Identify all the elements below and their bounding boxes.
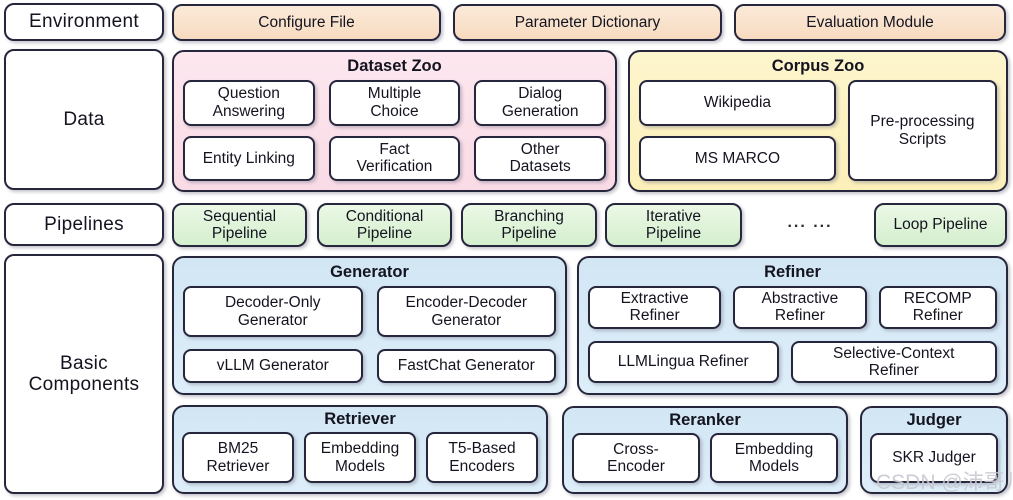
box-vllm-generator: vLLM Generator: [183, 349, 363, 383]
row-label-environment: Environment: [4, 3, 164, 41]
refiner-zone: Refiner Extractive Refiner Abstractive R…: [577, 256, 1008, 395]
judger-zone: Judger SKR Judger: [860, 406, 1008, 494]
row-label-data: Data: [4, 49, 164, 190]
refiner-title: Refiner: [764, 263, 821, 281]
refiner-row-1: Extractive Refiner Abstractive Refiner R…: [588, 286, 998, 329]
corpus-zoo-title: Corpus Zoo: [771, 57, 865, 75]
retriever-zone: Retriever BM25 Retriever Embedding Model…: [172, 405, 548, 494]
box-dialog-generation: Dialog Generation: [474, 80, 606, 126]
generator-zone: Generator Decoder-Only Generator Encoder…: [172, 256, 567, 395]
dataset-zoo-zone: Dataset Zoo Question Answering Multiple …: [172, 50, 617, 192]
box-other-datasets: Other Datasets: [474, 135, 606, 181]
box-loop-pipeline: Loop Pipeline: [874, 203, 1007, 247]
box-bm25-retriever: BM25 Retriever: [182, 432, 294, 483]
box-iterative-pipeline: Iterative Pipeline: [605, 203, 742, 247]
row-label-pipelines: Pipelines: [4, 203, 164, 246]
box-fastchat-generator: FastChat Generator: [376, 349, 556, 383]
judger-row: SKR Judger: [862, 433, 1006, 492]
dataset-zoo-title: Dataset Zoo: [347, 57, 442, 75]
box-embedding-models-retriever: Embedding Models: [304, 432, 416, 483]
box-evaluation-module: Evaluation Module: [734, 4, 1006, 41]
box-extractive-refiner: Extractive Refiner: [588, 286, 722, 329]
box-encoder-decoder-generator: Encoder-Decoder Generator: [376, 286, 556, 338]
csdn-watermark: CSDN @沛哥儿: [876, 471, 1013, 494]
retriever-title: Retriever: [324, 410, 396, 428]
reranker-title: Reranker: [669, 411, 741, 429]
box-fact-verification: Fact Verification: [328, 135, 461, 181]
box-recomp-refiner: RECOMP Refiner: [878, 286, 998, 329]
box-abstractive-refiner: Abstractive Refiner: [733, 286, 867, 329]
judger-title: Judger: [906, 411, 962, 429]
box-selective-context-refiner: Selective-Context Refiner: [790, 340, 997, 384]
pipelines-ellipsis: ... ...: [787, 214, 833, 231]
reranker-row: Cross-Encoder Embedding Models: [564, 433, 846, 492]
corpus-zoo-zone: Corpus Zoo Wikipedia MS MARCO Pre-proces…: [628, 50, 1008, 192]
box-configure-file: Configure File: [172, 4, 441, 41]
box-parameter-dictionary: Parameter Dictionary: [453, 4, 722, 41]
refiner-row-2: LLMLingua Refiner Selective-Context Refi…: [588, 340, 997, 384]
box-embedding-models-reranker: Embedding Models: [710, 433, 838, 483]
box-conditional-pipeline: Conditional Pipeline: [317, 203, 452, 247]
retriever-row: BM25 Retriever Embedding Models T5-Based…: [174, 432, 546, 492]
corpus-zoo-side: Pre-processing Scripts: [847, 80, 997, 181]
box-question-answering: Question Answering: [183, 80, 315, 126]
reranker-zone: Reranker Cross-Encoder Embedding Models: [562, 406, 848, 494]
box-t5-based-encoders: T5-Based Encoders: [426, 432, 538, 483]
box-entity-linking: Entity Linking: [183, 135, 315, 181]
row-label-basic-components: Basic Components: [4, 254, 164, 494]
refiner-rows: Extractive Refiner Abstractive Refiner R…: [579, 286, 1006, 393]
corpus-zoo-body: Wikipedia MS MARCO Pre-processing Script…: [630, 80, 1006, 190]
box-wikipedia: Wikipedia: [639, 80, 836, 126]
generator-title: Generator: [330, 263, 409, 281]
box-llmlingua-refiner: LLMLingua Refiner: [588, 340, 779, 384]
box-multiple-choice: Multiple Choice: [328, 80, 461, 126]
box-decoder-only-generator: Decoder-Only Generator: [183, 286, 363, 338]
generator-grid: Decoder-Only Generator Encoder-Decoder G…: [174, 286, 565, 393]
box-sequential-pipeline: Sequential Pipeline: [172, 203, 307, 247]
box-ms-marco: MS MARCO: [639, 135, 836, 181]
dataset-zoo-grid: Question Answering Multiple Choice Dialo…: [174, 80, 615, 190]
box-skr-judger: SKR Judger: [870, 433, 998, 483]
box-preprocessing-scripts: Pre-processing Scripts: [847, 80, 997, 181]
corpus-zoo-stack: Wikipedia MS MARCO: [639, 80, 836, 181]
box-cross-encoder: Cross-Encoder: [572, 433, 700, 483]
box-branching-pipeline: Branching Pipeline: [461, 203, 597, 247]
